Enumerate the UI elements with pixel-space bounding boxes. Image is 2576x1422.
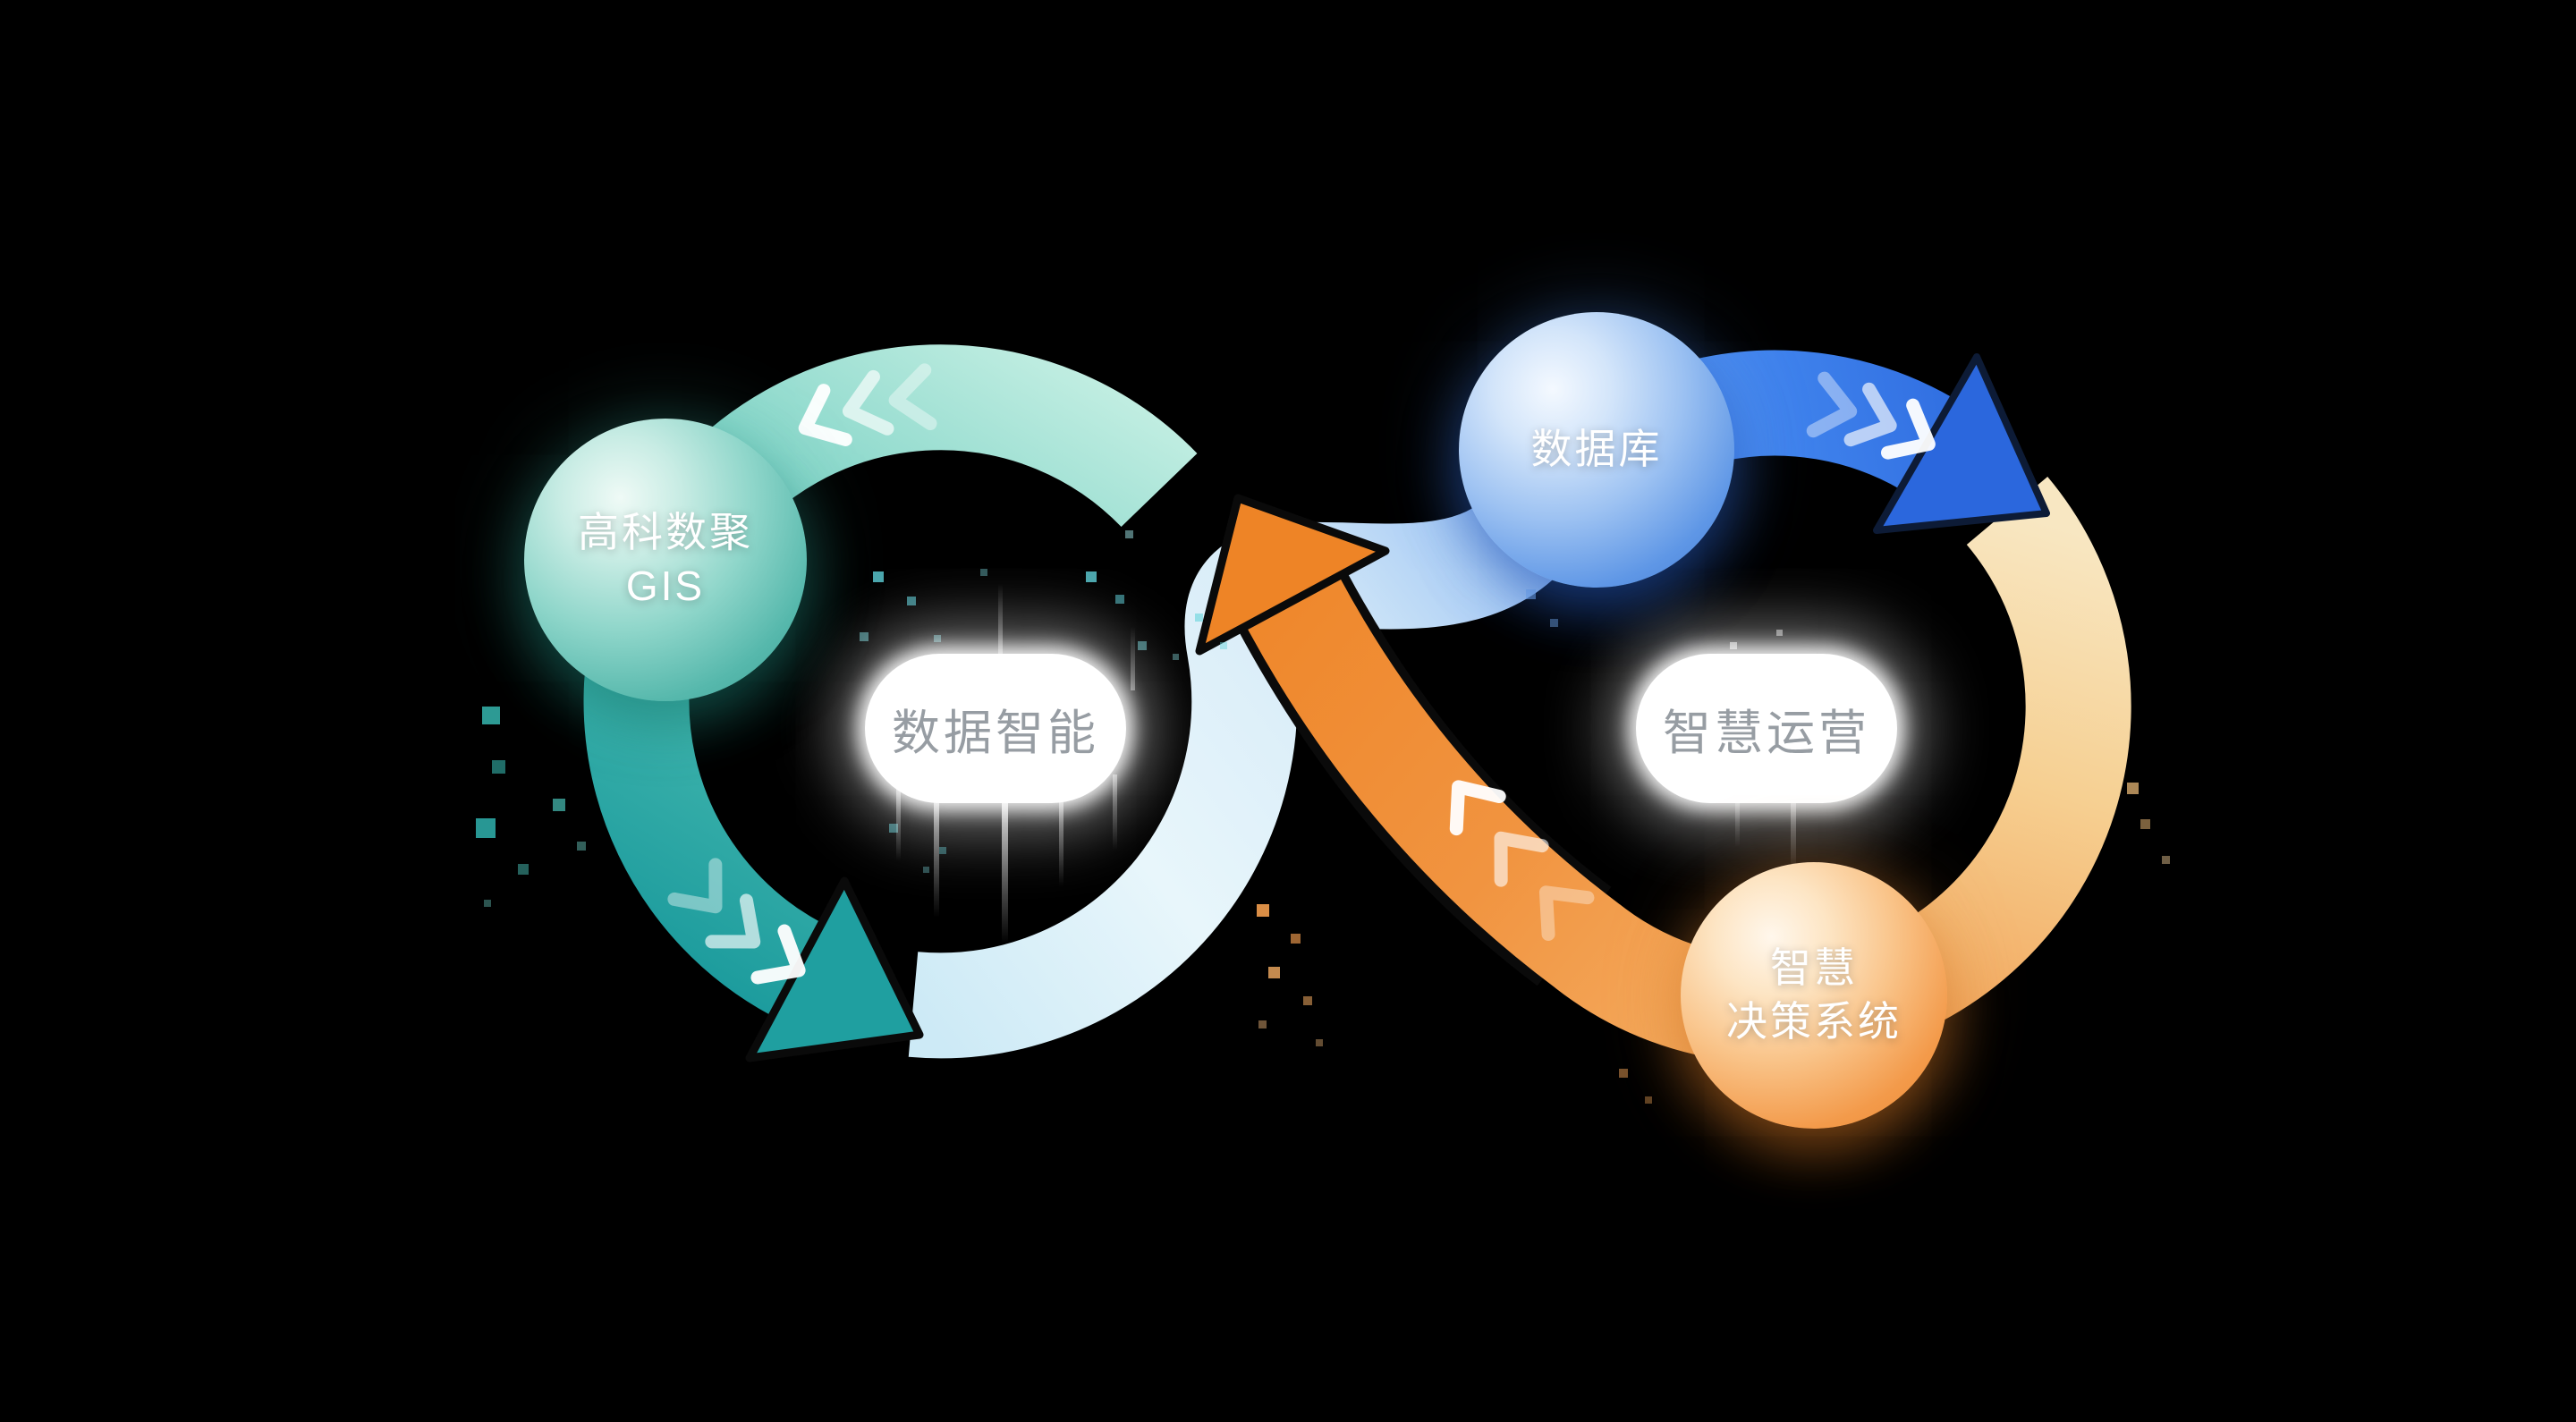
node-decision-line1: 智慧 bbox=[1770, 944, 1858, 992]
node-decision-system: 智慧 决策系统 bbox=[1681, 862, 1947, 1129]
glow-drips bbox=[896, 583, 1796, 944]
node-gis-line2: GIS bbox=[625, 563, 706, 609]
node-gis: 高科数聚 GIS bbox=[524, 419, 807, 701]
node-gis-line1: 高科数聚 bbox=[578, 509, 753, 556]
node-database: 数据库 bbox=[1459, 312, 1734, 588]
label-data-intelligence-text: 数据智能 bbox=[892, 707, 1099, 760]
node-database-line1: 数据库 bbox=[1530, 426, 1663, 473]
label-data-intelligence: 数据智能 bbox=[865, 654, 1126, 803]
label-smart-operation-text: 智慧运营 bbox=[1663, 707, 1870, 760]
decor-pixel-dots bbox=[476, 530, 2170, 1104]
left-loop-lightblue-band bbox=[908, 494, 1565, 1059]
label-smart-operation: 智慧运营 bbox=[1636, 654, 1897, 803]
orange-arrowhead bbox=[1195, 494, 1390, 656]
node-decision-line2: 决策系统 bbox=[1726, 998, 1902, 1045]
